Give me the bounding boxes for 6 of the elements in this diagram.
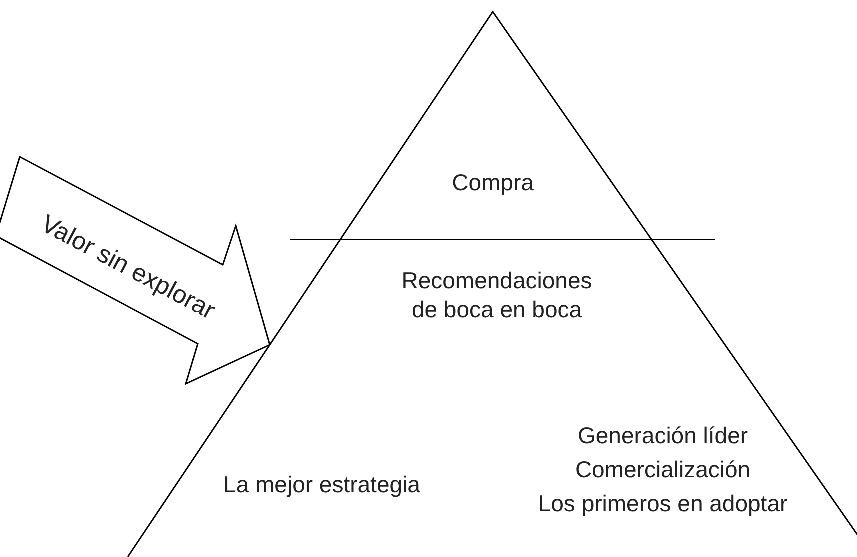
pyramid-label: Compra [452, 168, 534, 198]
pyramid-label: Los primeros en adoptar [538, 490, 788, 518]
pyramid-label: La mejor estrategia [224, 470, 420, 500]
pyramid-label: Generación líder [578, 422, 748, 450]
pyramid-label: Recomendaciones de boca en boca [400, 266, 594, 324]
pyramid-label: Comercialización [575, 456, 751, 484]
